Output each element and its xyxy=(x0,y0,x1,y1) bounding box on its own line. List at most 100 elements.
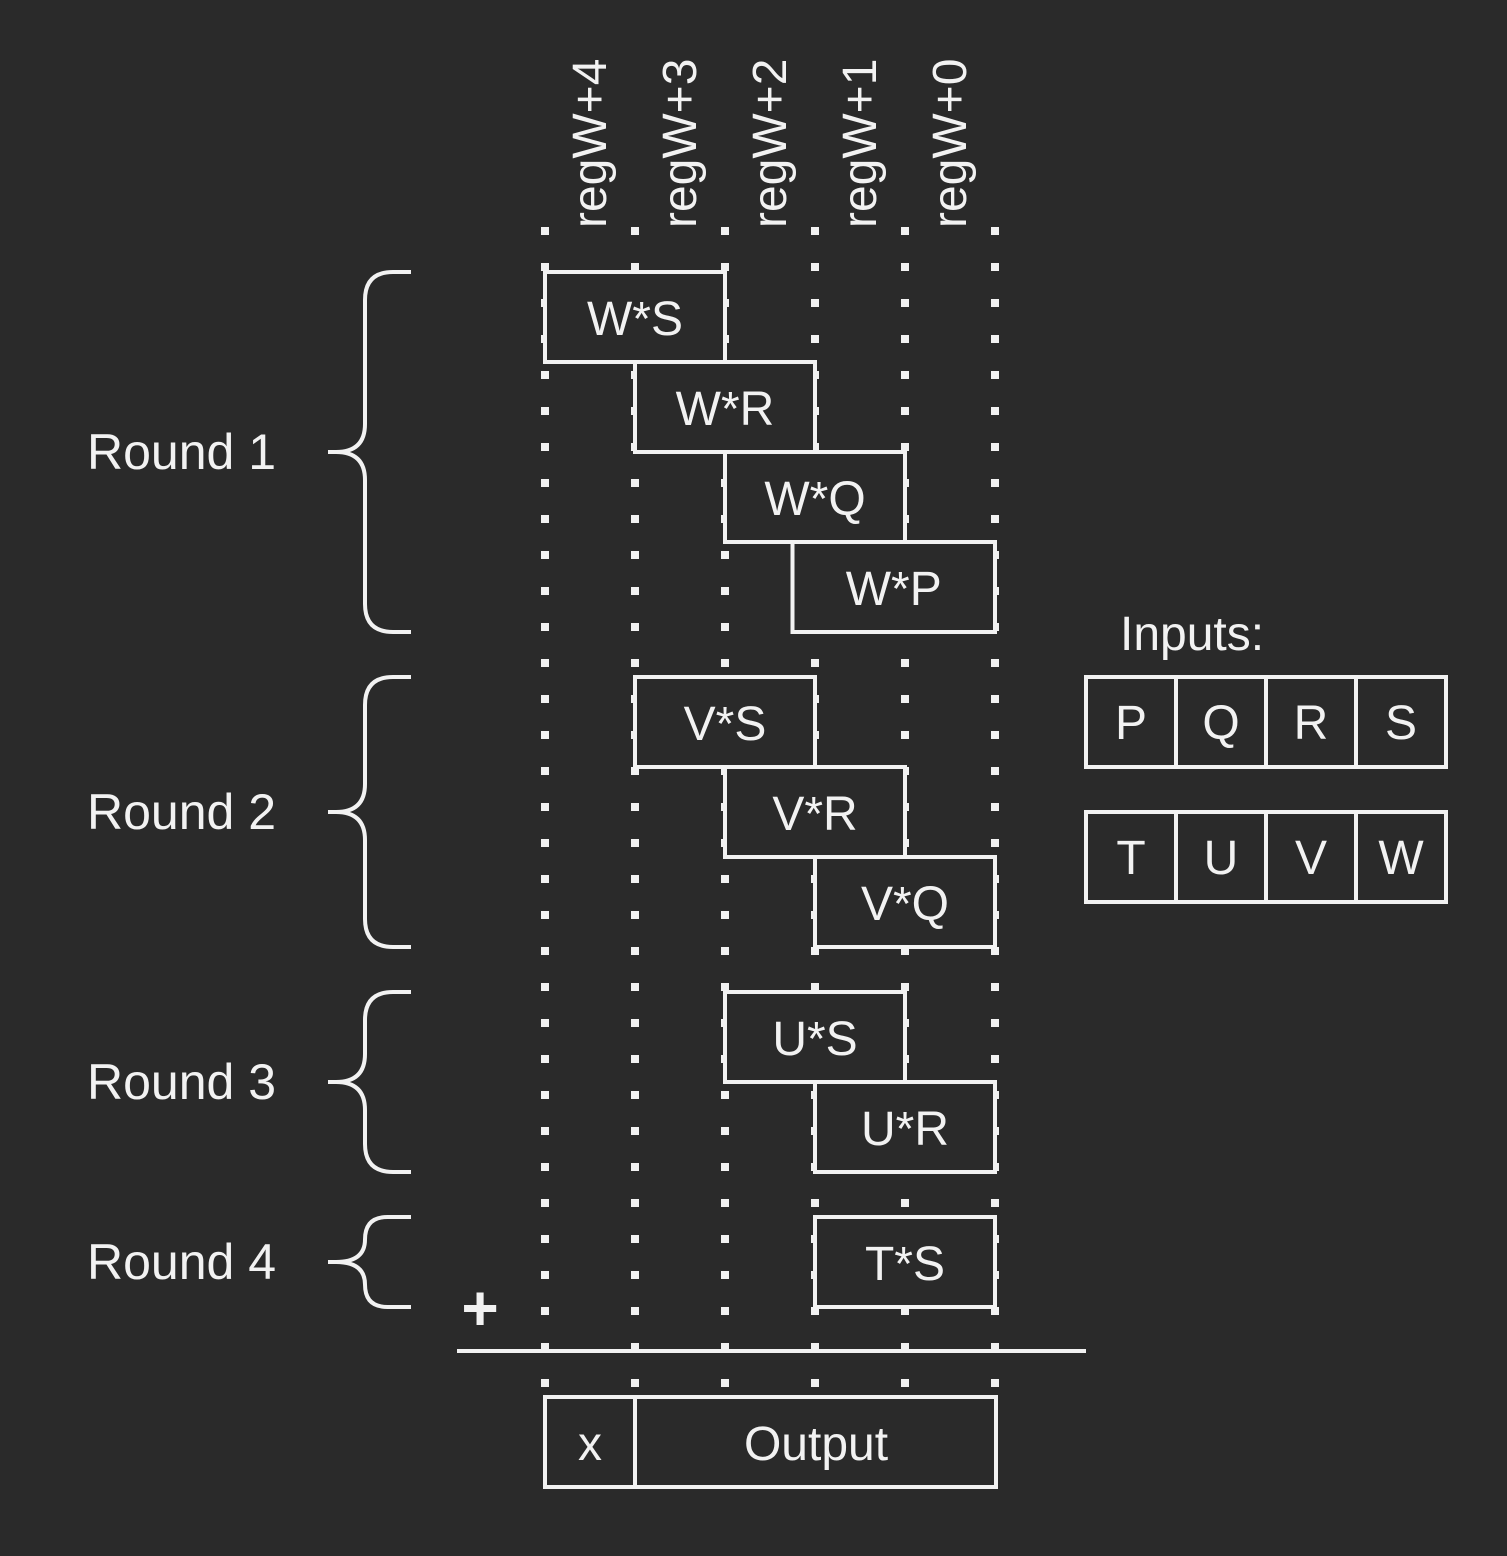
product-label: V*R xyxy=(772,788,857,841)
divider-dot xyxy=(541,623,549,631)
divider-dot xyxy=(541,587,549,595)
divider-dot xyxy=(541,1199,549,1207)
divider-dot xyxy=(991,1343,999,1351)
brace-icon xyxy=(328,270,411,634)
divider-dot xyxy=(631,623,639,631)
divider-dot xyxy=(631,839,639,847)
round-group: Round 3U*SU*R xyxy=(87,990,997,1174)
input-label: S xyxy=(1385,697,1417,750)
divider-dot xyxy=(541,515,549,523)
input-label: P xyxy=(1115,697,1147,750)
divider-dot xyxy=(991,839,999,847)
divider-dot xyxy=(631,1271,639,1279)
divider-dot xyxy=(631,479,639,487)
input-cell xyxy=(1354,675,1448,769)
divider-dot xyxy=(721,551,729,559)
divider-dot xyxy=(631,587,639,595)
divider-dot xyxy=(991,983,999,991)
input-label: W xyxy=(1378,832,1424,885)
product-box xyxy=(813,1080,997,1174)
product-label: T*S xyxy=(865,1238,945,1291)
divider-dot xyxy=(541,1127,549,1135)
divider-dot xyxy=(991,443,999,451)
divider-dot xyxy=(631,1091,639,1099)
product-box xyxy=(543,270,727,364)
divider-dot xyxy=(721,1091,729,1099)
divider-dot xyxy=(541,803,549,811)
carry-label: x xyxy=(578,1418,602,1471)
divider-dot xyxy=(901,371,909,379)
divider-dot xyxy=(991,767,999,775)
divider-dot xyxy=(631,1055,639,1063)
divider-dot xyxy=(631,911,639,919)
divider-dot xyxy=(541,479,549,487)
divider-dot xyxy=(541,263,549,271)
divider-dot xyxy=(901,335,909,343)
divider-dot xyxy=(991,1019,999,1027)
divider-dot xyxy=(991,299,999,307)
divider-dot xyxy=(631,263,639,271)
divider-dot xyxy=(631,1235,639,1243)
divider-dot xyxy=(721,1307,729,1315)
divider-dot xyxy=(991,1199,999,1207)
product-box xyxy=(813,855,997,949)
divider-dot xyxy=(991,1055,999,1063)
divider-dot xyxy=(541,839,549,847)
divider-dot xyxy=(991,227,999,235)
divider-dot xyxy=(901,443,909,451)
divider-dot xyxy=(541,875,549,883)
divider-dot xyxy=(811,263,819,271)
divider-dot xyxy=(721,1379,729,1387)
divider-dot xyxy=(541,1019,549,1027)
divider-dot xyxy=(721,1343,729,1351)
divider-dot xyxy=(631,1307,639,1315)
output-cell xyxy=(633,1395,998,1489)
divider-dot xyxy=(991,659,999,667)
divider-dot xyxy=(901,227,909,235)
divider-dot xyxy=(721,947,729,955)
input-cell xyxy=(1174,675,1268,769)
plus-sign: + xyxy=(461,1272,498,1344)
divider-dot xyxy=(811,1307,819,1315)
divider-dot xyxy=(721,263,729,271)
column-label: regW+1 xyxy=(834,59,887,228)
divider-dot xyxy=(901,299,909,307)
inputs-title: Inputs: xyxy=(1120,608,1264,661)
divider-dot xyxy=(811,1199,819,1207)
divider-dot xyxy=(631,983,639,991)
divider-dot xyxy=(631,515,639,523)
round-label: Round 4 xyxy=(87,1234,276,1290)
divider-dot xyxy=(721,983,729,991)
divider-dot xyxy=(991,479,999,487)
input-cell xyxy=(1084,810,1178,904)
divider-dot xyxy=(541,1343,549,1351)
divider-dot xyxy=(541,407,549,415)
divider-dot xyxy=(991,263,999,271)
divider-dot xyxy=(631,1127,639,1135)
divider-dot xyxy=(811,1379,819,1387)
divider-dot xyxy=(811,1343,819,1351)
input-label: V xyxy=(1295,832,1327,885)
product-label: W*S xyxy=(587,293,683,346)
divider-dot xyxy=(541,731,549,739)
product-box xyxy=(723,450,907,544)
divider-dot xyxy=(991,515,999,523)
divider-dot xyxy=(991,335,999,343)
divider-dot xyxy=(811,299,819,307)
divider-dot xyxy=(541,1055,549,1063)
divider-dot xyxy=(811,983,819,991)
divider-dot xyxy=(631,1163,639,1171)
divider-dot xyxy=(631,947,639,955)
product-label: W*Q xyxy=(764,473,865,526)
divider-dot xyxy=(541,1235,549,1243)
divider-dot xyxy=(631,767,639,775)
divider-dot xyxy=(991,371,999,379)
output-register: x Output xyxy=(543,1395,998,1489)
sum-operator: + xyxy=(461,1272,498,1344)
product-box xyxy=(790,540,997,634)
divider-dot xyxy=(541,695,549,703)
